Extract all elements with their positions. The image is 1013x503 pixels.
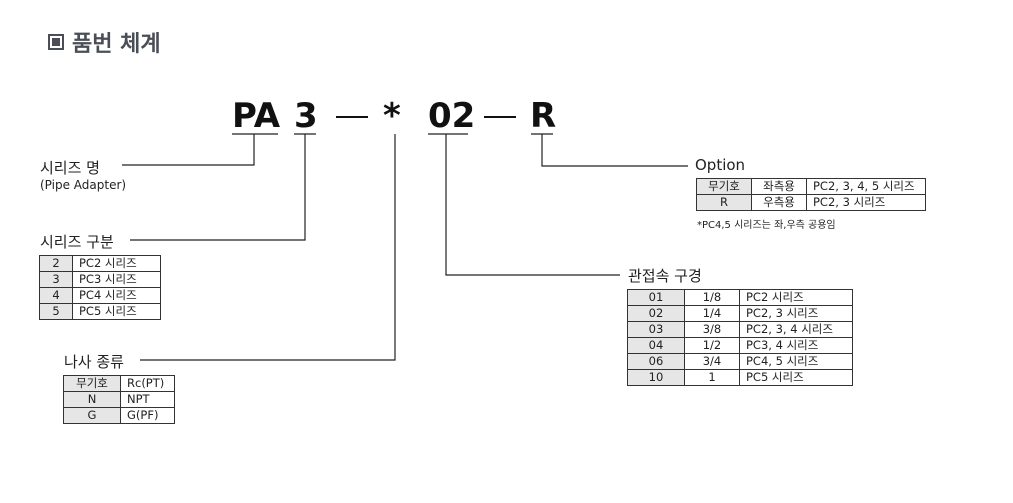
table-row: 4 PC4 시리즈 <box>39 287 161 304</box>
table-cell: 3/8 <box>684 321 740 338</box>
table-cell: 좌측용 <box>751 178 807 195</box>
leader-port <box>445 134 620 276</box>
table-row: 무기호 Rc(PT) <box>63 375 175 392</box>
option-label: Option <box>695 156 746 174</box>
table-cell: PC3 시리즈 <box>72 271 161 288</box>
table-cell: G <box>63 407 121 424</box>
table-cell: PC4, 5 시리즈 <box>739 353 853 370</box>
table-row: G G(PF) <box>63 407 175 424</box>
code-series: PA <box>232 96 281 136</box>
table-row: 10 1 PC5 시리즈 <box>627 369 853 386</box>
leader-thread <box>140 134 396 361</box>
option-table: 무기호 좌측용 PC2, 3, 4, 5 시리즈 R 우측용 PC2, 3 시리… <box>696 178 926 211</box>
table-cell: 무기호 <box>63 375 121 392</box>
code-dash-2 <box>484 116 516 118</box>
square-bullet-icon <box>48 34 64 50</box>
table-cell: PC3, 4 시리즈 <box>739 337 853 354</box>
table-cell: 3/4 <box>684 353 740 370</box>
port-table: 01 1/8 PC2 시리즈 02 1/4 PC2, 3 시리즈 03 3/8 … <box>627 289 853 386</box>
table-cell: 01 <box>627 289 685 306</box>
table-cell: 1/2 <box>684 337 740 354</box>
table-cell: 3 <box>39 271 73 288</box>
table-cell: PC5 시리즈 <box>72 303 161 320</box>
series-name-sub: (Pipe Adapter) <box>40 178 127 192</box>
table-cell: 03 <box>627 321 685 338</box>
table-cell: PC2 시리즈 <box>72 255 161 272</box>
table-cell: PC2, 3, 4 시리즈 <box>739 321 853 338</box>
thread-table: 무기호 Rc(PT) N NPT G G(PF) <box>63 375 175 424</box>
code-port: 02 <box>428 96 476 136</box>
table-row: 03 3/8 PC2, 3, 4 시리즈 <box>627 321 853 338</box>
table-cell: G(PF) <box>120 407 175 424</box>
page-title: 품번 체계 <box>48 26 161 58</box>
series-class-table: 2 PC2 시리즈 3 PC3 시리즈 4 PC4 시리즈 5 PC5 시리즈 <box>39 255 161 320</box>
table-cell: 06 <box>627 353 685 370</box>
table-cell: 5 <box>39 303 73 320</box>
table-cell: PC2, 3 시리즈 <box>739 305 853 322</box>
series-class-label: 시리즈 구분 <box>40 233 114 251</box>
table-row: N NPT <box>63 391 175 408</box>
table-cell: NPT <box>120 391 175 408</box>
table-cell: 1/8 <box>684 289 740 306</box>
table-cell: PC2, 3 시리즈 <box>806 194 926 211</box>
code-dash-1 <box>336 116 368 118</box>
table-row: R 우측용 PC2, 3 시리즈 <box>696 194 926 211</box>
table-row: 3 PC3 시리즈 <box>39 271 161 288</box>
table-cell: PC5 시리즈 <box>739 369 853 386</box>
table-cell: 4 <box>39 287 73 304</box>
port-label: 관접속 구경 <box>628 267 702 285</box>
table-row: 02 1/4 PC2, 3 시리즈 <box>627 305 853 322</box>
table-cell: 04 <box>627 337 685 354</box>
option-note: *PC4,5 시리즈는 좌,우측 공용임 <box>697 220 836 231</box>
table-cell: PC2 시리즈 <box>739 289 853 306</box>
table-row: 5 PC5 시리즈 <box>39 303 161 320</box>
table-cell: 10 <box>627 369 685 386</box>
table-cell: 2 <box>39 255 73 272</box>
thread-label: 나사 종류 <box>64 353 124 371</box>
table-row: 01 1/8 PC2 시리즈 <box>627 289 853 306</box>
leader-option <box>541 134 688 167</box>
table-cell: 1/4 <box>684 305 740 322</box>
table-cell: Rc(PT) <box>120 375 175 392</box>
code-thread: * <box>383 96 401 136</box>
table-row: 2 PC2 시리즈 <box>39 255 161 272</box>
code-size: 3 <box>294 96 318 136</box>
series-name-label: 시리즈 명 <box>40 159 100 177</box>
leader-series-class <box>130 134 306 241</box>
table-row: 04 1/2 PC3, 4 시리즈 <box>627 337 853 354</box>
leader-series-name <box>122 134 255 166</box>
code-option: R <box>530 96 557 136</box>
table-cell: 1 <box>684 369 740 386</box>
table-cell: 우측용 <box>751 194 807 211</box>
table-cell: PC4 시리즈 <box>72 287 161 304</box>
table-cell: N <box>63 391 121 408</box>
table-cell: 02 <box>627 305 685 322</box>
table-row: 06 3/4 PC4, 5 시리즈 <box>627 353 853 370</box>
table-cell: R <box>696 194 752 211</box>
table-cell: 무기호 <box>696 178 752 195</box>
table-row: 무기호 좌측용 PC2, 3, 4, 5 시리즈 <box>696 178 926 195</box>
table-cell: PC2, 3, 4, 5 시리즈 <box>806 178 926 195</box>
page-title-text: 품번 체계 <box>72 32 161 57</box>
